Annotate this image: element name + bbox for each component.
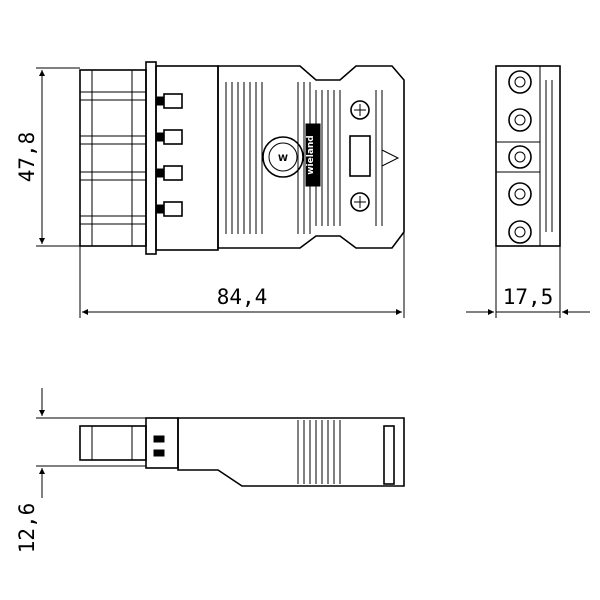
dimension-length: 84,4 — [217, 285, 268, 309]
side-ribs — [297, 420, 341, 484]
dimension-width: 17,5 — [503, 285, 554, 309]
dimension-side-height: 12,6 — [15, 503, 39, 554]
contact-windows — [155, 93, 183, 217]
side-latch — [383, 425, 395, 485]
dimension-height: 47,8 — [15, 132, 39, 183]
top-view: W wieland 47,8 84,4 — [15, 61, 405, 318]
pin-block-outline — [79, 69, 147, 247]
collar — [145, 61, 157, 255]
brand-logo-icon — [262, 136, 304, 178]
brand-plate — [305, 123, 321, 187]
side-pin-block — [79, 425, 147, 461]
release-slot — [349, 135, 371, 177]
side-body — [177, 417, 405, 487]
brand-logo-mark: W — [278, 154, 288, 164]
end-view: 17,5 — [466, 65, 590, 318]
end-view-outline — [495, 65, 561, 247]
side-collar — [145, 417, 179, 469]
screw-top-icon — [350, 100, 370, 120]
brand-name: wieland — [306, 135, 316, 175]
side-view: 12,6 — [15, 388, 405, 554]
screw-bottom-icon — [350, 192, 370, 212]
socket-holes — [508, 70, 532, 244]
